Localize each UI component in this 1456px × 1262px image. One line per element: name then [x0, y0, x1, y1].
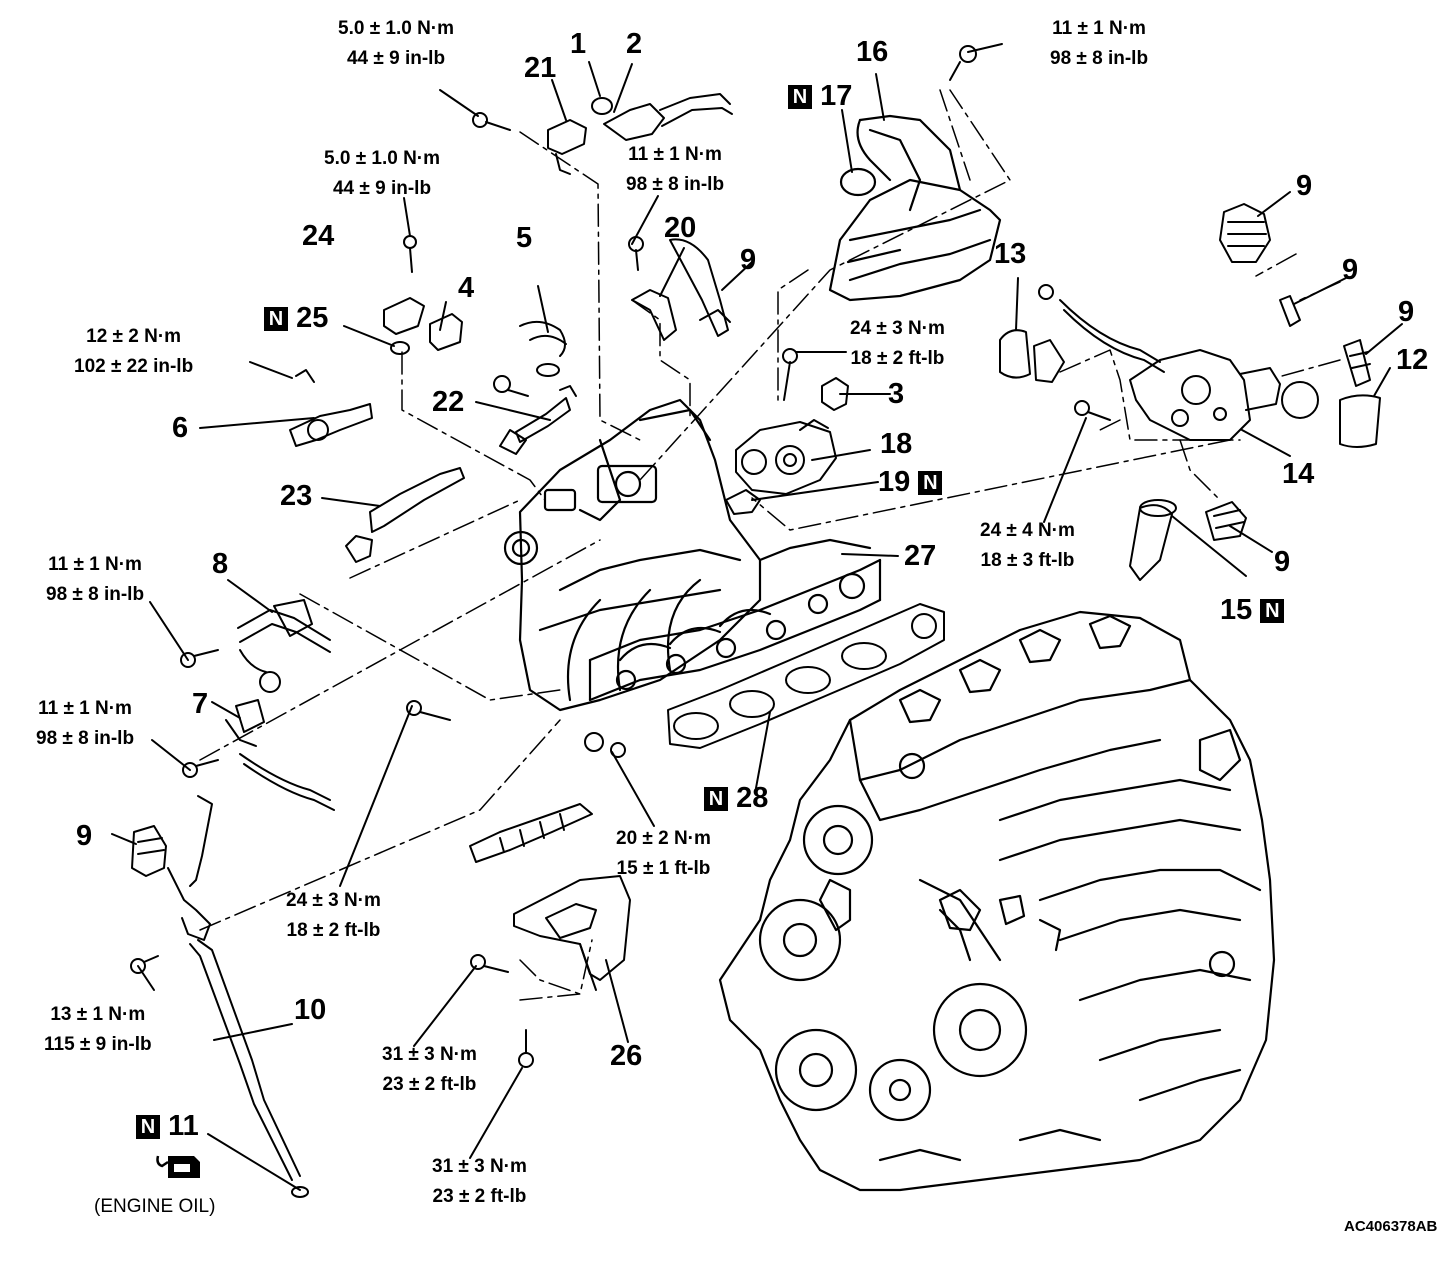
- callout-9-upper-center: 9: [740, 244, 757, 276]
- callout-4: 4: [458, 272, 475, 304]
- callout-9-lower-right: 9: [1274, 546, 1291, 578]
- new-part-mark: N: [1260, 599, 1285, 623]
- engine-block: [718, 610, 1276, 1192]
- callout-20: 20: [664, 212, 697, 244]
- new-part-mark: N: [788, 85, 812, 109]
- callout-24: 24: [302, 220, 335, 252]
- new-part-mark: N: [136, 1115, 160, 1139]
- water-outlet-housing-14: [949, 45, 1381, 581]
- callout-14: 14: [1282, 458, 1315, 490]
- throttle-valve-parts-center: [725, 348, 849, 515]
- callout-17: N 17: [788, 82, 852, 111]
- callout-9-far-right: 9: [1398, 296, 1415, 328]
- callout-27: 27: [904, 540, 937, 572]
- callout-28: N 28: [704, 784, 768, 813]
- callout-15: 15 N: [1220, 596, 1285, 625]
- gasket-28: [667, 603, 945, 749]
- callout-12: 12: [1396, 344, 1429, 376]
- lubricant-note: (ENGINE OIL): [94, 1196, 216, 1217]
- callout-18: 18: [880, 428, 913, 460]
- lower-center-parts: [406, 700, 631, 1068]
- callout-2: 2: [626, 28, 643, 60]
- callout-3: 3: [888, 378, 905, 410]
- callout-9-upper-right: 9: [1296, 170, 1313, 202]
- callout-13: 13: [994, 238, 1027, 270]
- figure-code: AC406378AB: [1344, 1218, 1438, 1235]
- callout-19: 19 N: [878, 468, 943, 497]
- air-intake-plenum-16: [828, 114, 1002, 302]
- small-parts-top-left: [289, 93, 733, 563]
- intake-manifold-body: [503, 398, 882, 712]
- callout-16: 16: [856, 36, 889, 68]
- callout-22: 22: [432, 386, 465, 418]
- callout-7: 7: [192, 688, 209, 720]
- new-part-mark: N: [704, 787, 728, 811]
- callout-6: 6: [172, 412, 189, 444]
- leader-lines: [111, 43, 1403, 1191]
- callout-25: N 25: [264, 304, 328, 333]
- callout-8: 8: [212, 548, 229, 580]
- callout-10: 10: [294, 994, 327, 1026]
- callout-11: N 11: [136, 1112, 199, 1141]
- left-side-parts: [130, 599, 335, 1198]
- callout-9-left: 9: [76, 820, 93, 852]
- callout-5: 5: [516, 222, 533, 254]
- callout-26: 26: [610, 1040, 643, 1072]
- new-part-mark: N: [918, 471, 943, 495]
- new-part-mark: N: [264, 307, 288, 331]
- oil-can-icon: [156, 1155, 200, 1178]
- callout-21: 21: [524, 52, 557, 84]
- callout-1: 1: [570, 28, 587, 60]
- callout-23: 23: [280, 480, 313, 512]
- callout-9-right: 9: [1342, 254, 1359, 286]
